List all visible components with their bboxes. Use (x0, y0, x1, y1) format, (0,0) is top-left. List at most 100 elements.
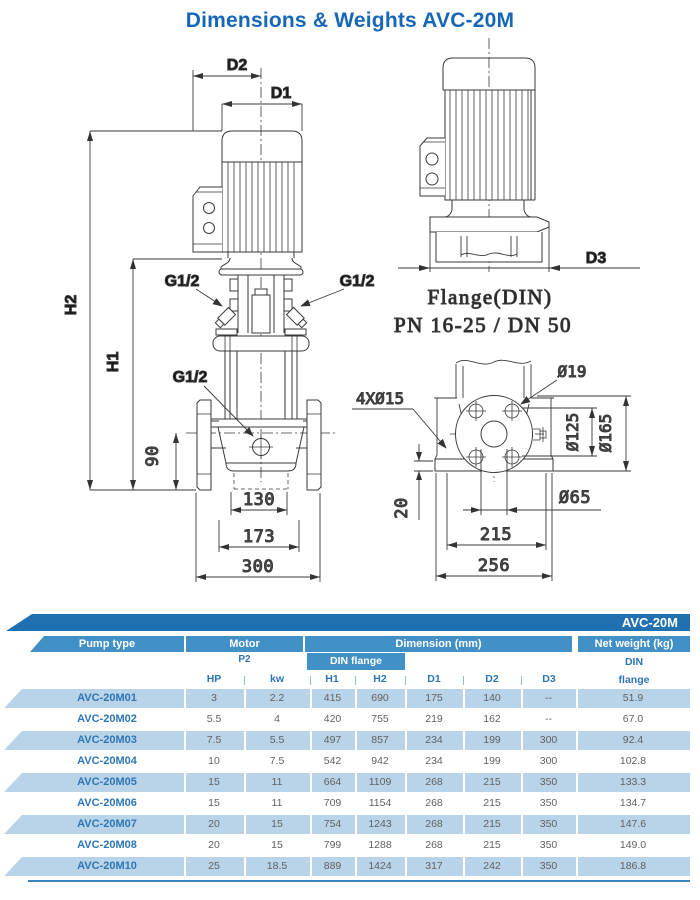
cell-h1: 709 (310, 794, 357, 813)
cell-hp: 15 (184, 794, 246, 813)
cell-d1: 234 (405, 752, 465, 771)
col-group-motor: Motor (186, 636, 303, 652)
header-divider (244, 676, 245, 685)
col-header-d2: D2 (485, 673, 499, 685)
cell-h1: 889 (310, 857, 357, 876)
cell-d2: 199 (463, 752, 523, 771)
sub-label-net-din: DIN (624, 656, 644, 668)
cell-weight: 67.0 (576, 710, 692, 729)
cell-hp: 5.5 (184, 710, 246, 729)
cell-kw: 18.5 (244, 857, 312, 876)
cell-d1: 234 (405, 731, 465, 750)
cell-weight: 92.4 (576, 731, 690, 750)
dim-label-d3: D3 (586, 250, 607, 267)
cell-d2: 199 (463, 731, 523, 750)
cell-h2: 942 (355, 752, 407, 771)
cell-d1: 175 (405, 689, 465, 708)
cell-pump_type: AVC-20M06 (30, 794, 186, 813)
series-label: AVC-20M (621, 615, 678, 630)
col-header-h1: H1 (325, 673, 339, 685)
cell-d2: 215 (463, 836, 523, 855)
spec-table: AVC-20M Pump type Motor Dimension (mm) N… (0, 614, 700, 894)
dim-value-o125: Ø125 (563, 413, 582, 452)
cell-kw: 4 (244, 710, 312, 729)
dim-label-h1: H1 (105, 352, 122, 373)
cell-weight: 102.8 (576, 752, 692, 771)
dim-value-4xo15: 4XØ15 (356, 389, 404, 408)
dim-value-300: 300 (242, 557, 274, 577)
cell-d1: 219 (405, 710, 465, 729)
cell-kw: 11 (244, 794, 312, 813)
cell-d3: 350 (521, 794, 578, 813)
cell-pump_type: AVC-20M02 (30, 710, 186, 729)
col-header-h2: H2 (373, 673, 387, 685)
cell-h1: 420 (310, 710, 357, 729)
cell-d3: 300 (521, 731, 578, 750)
base-view-flange-drawing: 4XØ15 Ø19 Ø125 Ø165 Ø65 20 215 256 (352, 359, 631, 581)
cell-h2: 1288 (355, 836, 407, 855)
flange-spec-line2: PN 16-25 / DN 50 (394, 313, 572, 337)
dim-value-o19: Ø19 (558, 362, 587, 381)
cell-weight: 186.8 (576, 857, 690, 876)
cell-pump_type: AVC-20M03 (30, 731, 186, 750)
cell-hp: 10 (184, 752, 246, 771)
cell-d1: 317 (405, 857, 465, 876)
sub-label-din-flange: DIN flange (307, 653, 405, 670)
front-view-pump-drawing (186, 68, 336, 491)
cell-hp: 20 (184, 836, 246, 855)
cell-weight: 147.6 (576, 815, 690, 834)
cell-weight: 133.3 (576, 773, 690, 792)
dim-value-o65: Ø65 (559, 488, 591, 508)
cell-hp: 20 (184, 815, 246, 834)
dim-label-d1: D1 (271, 85, 292, 102)
header-divider (405, 676, 406, 685)
dim-value-173: 173 (243, 527, 275, 547)
dim-value-130: 130 (243, 490, 275, 510)
port-label-g12-left: G1/2 (165, 273, 200, 290)
cell-pump_type: AVC-20M05 (30, 773, 186, 792)
cell-weight: 134.7 (576, 794, 692, 813)
terminal-box-side (419, 137, 445, 197)
cell-hp: 3 (184, 689, 246, 708)
header-divider (463, 676, 464, 685)
dim-value-215: 215 (480, 525, 512, 545)
col-header-d1: D1 (427, 673, 441, 685)
cell-d1: 268 (405, 773, 465, 792)
cell-h1: 754 (310, 815, 357, 834)
dim-value-o165: Ø165 (596, 414, 615, 453)
cell-kw: 7.5 (244, 752, 312, 771)
table-bottom-rule (28, 880, 690, 882)
side-view-pump-drawing: D3 Flange(DIN) PN 16-25 / DN 50 (393, 38, 640, 338)
cell-d3: 300 (521, 752, 578, 771)
header-divider (521, 676, 522, 685)
cell-d2: 162 (463, 710, 523, 729)
table-corner-bar: AVC-20M (6, 614, 690, 631)
technical-drawing: D2 D1 H2 H1 90 130 173 300 G1/2 G1/2 G1/… (63, 38, 640, 582)
col-header-kw: kw (269, 673, 285, 685)
dim-value-256: 256 (478, 556, 510, 576)
col-group-pump-type: Pump type (30, 636, 184, 652)
sub-label-p2: P2 (238, 654, 251, 665)
dim-value-90: 90 (143, 445, 163, 466)
cell-kw: 5.5 (244, 731, 312, 750)
dim-value-20: 20 (392, 497, 412, 518)
cell-d2: 140 (463, 689, 523, 708)
cell-h2: 755 (355, 710, 407, 729)
cell-h2: 1154 (355, 794, 407, 813)
page-title: Dimensions & Weights AVC-20M (185, 9, 515, 32)
cell-d3: -- (521, 710, 578, 729)
cell-kw: 2.2 (244, 689, 312, 708)
sub-label-net-flange: flange (618, 674, 650, 686)
cell-h2: 1424 (355, 857, 407, 876)
header-divider (310, 676, 311, 685)
dim-label-h2: H2 (63, 295, 80, 316)
cell-d1: 268 (405, 836, 465, 855)
cell-d2: 215 (463, 773, 523, 792)
